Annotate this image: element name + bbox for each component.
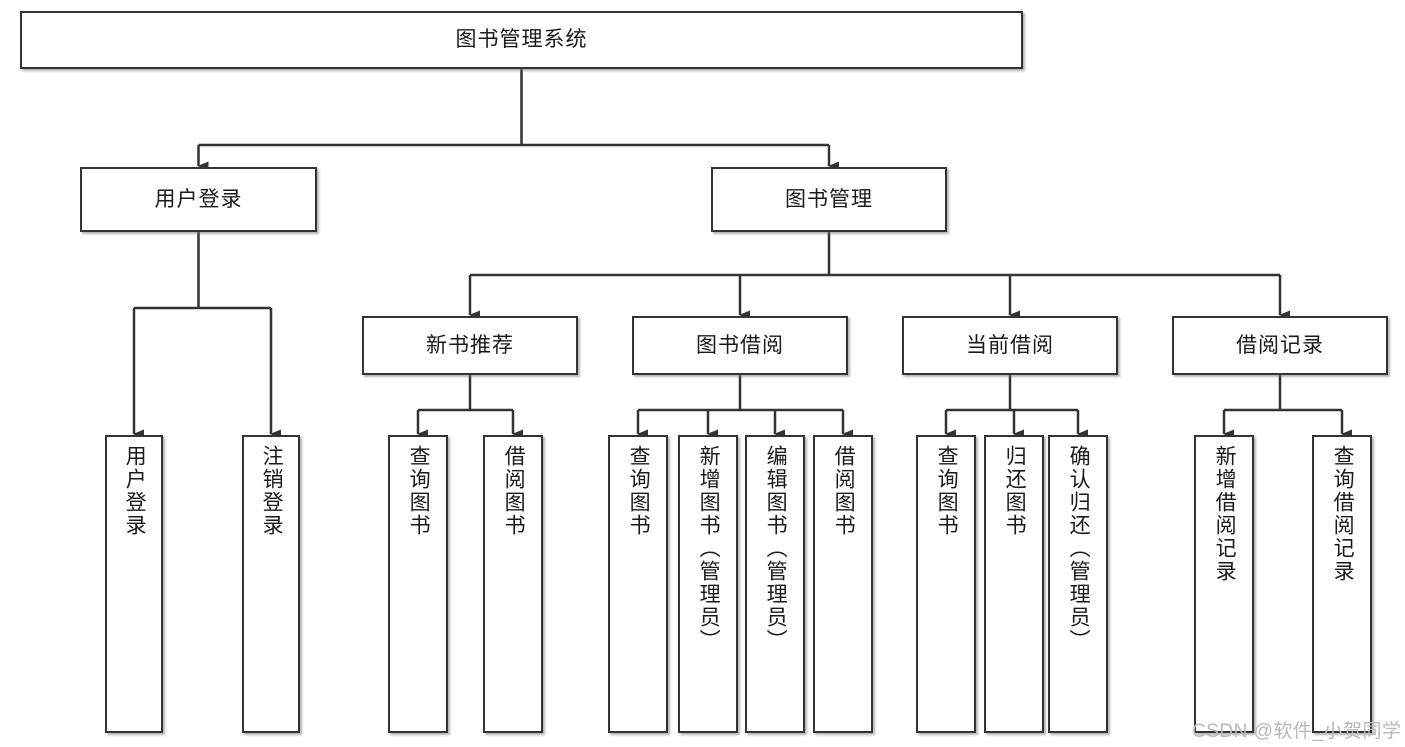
node-label: 借阅图书 (832, 445, 856, 537)
node-label: 查询图书 (935, 445, 959, 537)
node-leaf_cur_1[interactable]: 查询图书 (916, 435, 976, 733)
node-leaf_bor_3[interactable]: 编辑图书（管理员） (745, 435, 805, 733)
node-label: 查询图书 (407, 445, 431, 537)
node-leaf_bor_2[interactable]: 新增图书（管理员） (678, 435, 738, 733)
node-label: 新增图书（管理员） (697, 445, 721, 652)
node-bookmgmt[interactable]: 图书管理 (711, 167, 947, 232)
node-leaf_new_2[interactable]: 借阅图书 (483, 435, 543, 733)
node-leaf_cur_3[interactable]: 确认归还（管理员） (1048, 435, 1108, 733)
node-records[interactable]: 借阅记录 (1172, 316, 1388, 375)
node-current[interactable]: 当前借阅 (902, 316, 1118, 375)
node-label: 图书借阅 (696, 333, 784, 357)
node-leaf_cur_2[interactable]: 归还图书 (984, 435, 1044, 733)
node-leaf_bor_4[interactable]: 借阅图书 (813, 435, 873, 733)
node-borrow[interactable]: 图书借阅 (632, 316, 848, 375)
node-label: 查询借阅记录 (1331, 445, 1355, 583)
node-leaf_new_1[interactable]: 查询图书 (388, 435, 448, 733)
node-leaf_bor_1[interactable]: 查询图书 (608, 435, 668, 733)
node-label: 归还图书 (1003, 445, 1027, 537)
node-label: 图书管理系统 (455, 28, 588, 52)
node-label: 图书管理 (785, 187, 873, 211)
node-label: 注销登录 (260, 445, 284, 537)
node-label: 用户登录 (154, 187, 243, 211)
node-root[interactable]: 图书管理系统 (20, 11, 1023, 69)
node-leaf_rec_2[interactable]: 查询借阅记录 (1312, 435, 1372, 733)
node-label: 查询图书 (627, 445, 651, 537)
node-label: 编辑图书（管理员） (764, 445, 788, 652)
node-label: 借阅图书 (502, 445, 526, 537)
node-newbook[interactable]: 新书推荐 (362, 316, 578, 375)
node-label: 当前借阅 (966, 333, 1054, 357)
node-label: 新书推荐 (426, 333, 514, 357)
node-label: 确认归还（管理员） (1067, 445, 1091, 652)
node-leaf_login_1[interactable]: 用户登录 (105, 435, 163, 733)
node-label: 借阅记录 (1236, 333, 1324, 357)
node-leaf_rec_1[interactable]: 新增借阅记录 (1194, 435, 1254, 733)
node-login[interactable]: 用户登录 (80, 167, 317, 232)
node-label: 新增借阅记录 (1213, 445, 1237, 583)
node-label: 用户登录 (123, 445, 147, 537)
node-leaf_login_2[interactable]: 注销登录 (242, 435, 300, 733)
